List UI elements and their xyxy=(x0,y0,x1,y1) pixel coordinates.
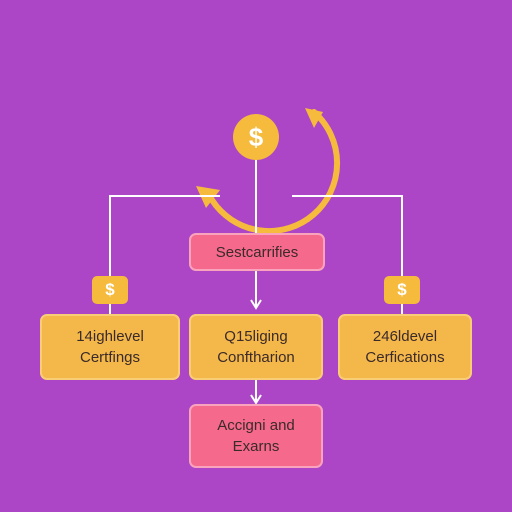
left-node: 14ighlevel Certfings xyxy=(40,314,180,380)
left-node-line-2: Certfings xyxy=(79,349,141,366)
bottom-node-line-2: Exarns xyxy=(232,438,280,455)
right-node: 246ldevel Cerfications xyxy=(338,314,472,380)
left-dollar-icon: $ xyxy=(92,276,128,304)
right-node-line-2: Cerfications xyxy=(365,349,445,366)
left-node-line-1: 14ighlevel xyxy=(76,328,144,345)
middle-node-line-2: Conftharion xyxy=(217,349,295,366)
arrow-middle-to-bottom xyxy=(250,394,262,405)
connector-right-branch xyxy=(292,195,403,276)
arrow-top-to-middle xyxy=(250,299,262,310)
middle-node-line-1: Q15liging xyxy=(224,328,288,345)
middle-node: Q15liging Conftharion xyxy=(189,314,323,380)
right-dollar-icon: $ xyxy=(384,276,420,304)
top-node: Sestcarrifies xyxy=(189,233,325,271)
cycle-arrow-right xyxy=(305,108,323,128)
connector-left-branch xyxy=(109,195,220,276)
top-node-label: Sestcarrifies xyxy=(215,243,299,261)
dollar-coin-icon: $ xyxy=(233,114,279,160)
bottom-node-line-1: Accigni and xyxy=(217,417,295,434)
right-node-line-1: 246ldevel xyxy=(372,328,438,345)
bottom-node: Accigni and Exarns xyxy=(189,404,323,468)
